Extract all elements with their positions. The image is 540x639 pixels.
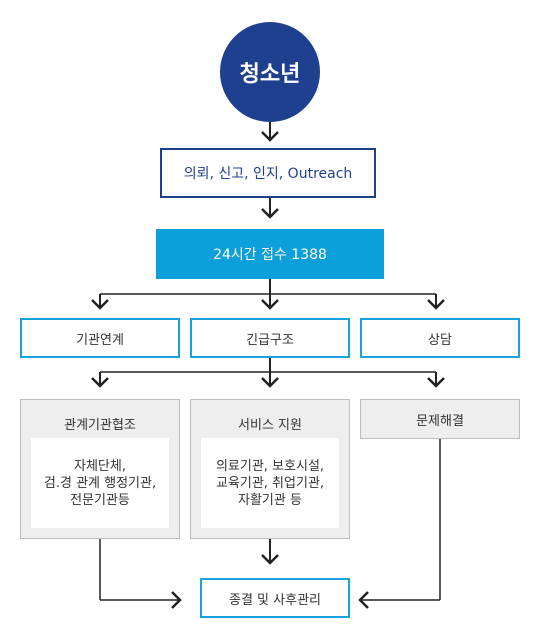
intake-label: 의뢰, 신고, 인지, Outreach xyxy=(183,166,353,182)
branch-middle-box: 긴급구조 xyxy=(190,318,350,358)
action-left-detail: 자체단체, 검.경 관계 행정기관, 전문기관등 xyxy=(31,438,169,528)
action-middle-box: 서비스 지원 의료기관, 보호시설, 교육기관, 취업기관, 자활기관 등 xyxy=(190,399,350,539)
action-middle-detail: 의료기관, 보호시설, 교육기관, 취업기관, 자활기관 등 xyxy=(201,438,339,528)
branch-right-box: 상담 xyxy=(360,318,520,358)
start-label: 청소년 xyxy=(239,62,301,87)
branch-left-box: 기관연계 xyxy=(20,318,180,358)
hotline-label: 24시간 접수 1388 xyxy=(213,247,327,263)
start-node: 청소년 xyxy=(220,22,320,122)
action-right-title: 문제해결 xyxy=(416,413,464,429)
end-label: 종결 및 사후관리 xyxy=(229,592,321,608)
intake-box: 의뢰, 신고, 인지, Outreach xyxy=(160,148,376,198)
action-right-box: 문제해결 xyxy=(360,399,520,439)
branch-right-label: 상담 xyxy=(428,332,452,348)
action-left-box: 관계기관협조 자체단체, 검.경 관계 행정기관, 전문기관등 xyxy=(20,399,180,539)
action-middle-title: 서비스 지원 xyxy=(238,418,302,433)
branch-left-label: 기관연계 xyxy=(76,332,124,348)
end-box: 종결 및 사후관리 xyxy=(200,578,350,618)
hotline-box: 24시간 접수 1388 xyxy=(156,229,384,279)
branch-middle-label: 긴급구조 xyxy=(246,332,294,348)
action-left-title: 관계기관협조 xyxy=(64,418,136,433)
